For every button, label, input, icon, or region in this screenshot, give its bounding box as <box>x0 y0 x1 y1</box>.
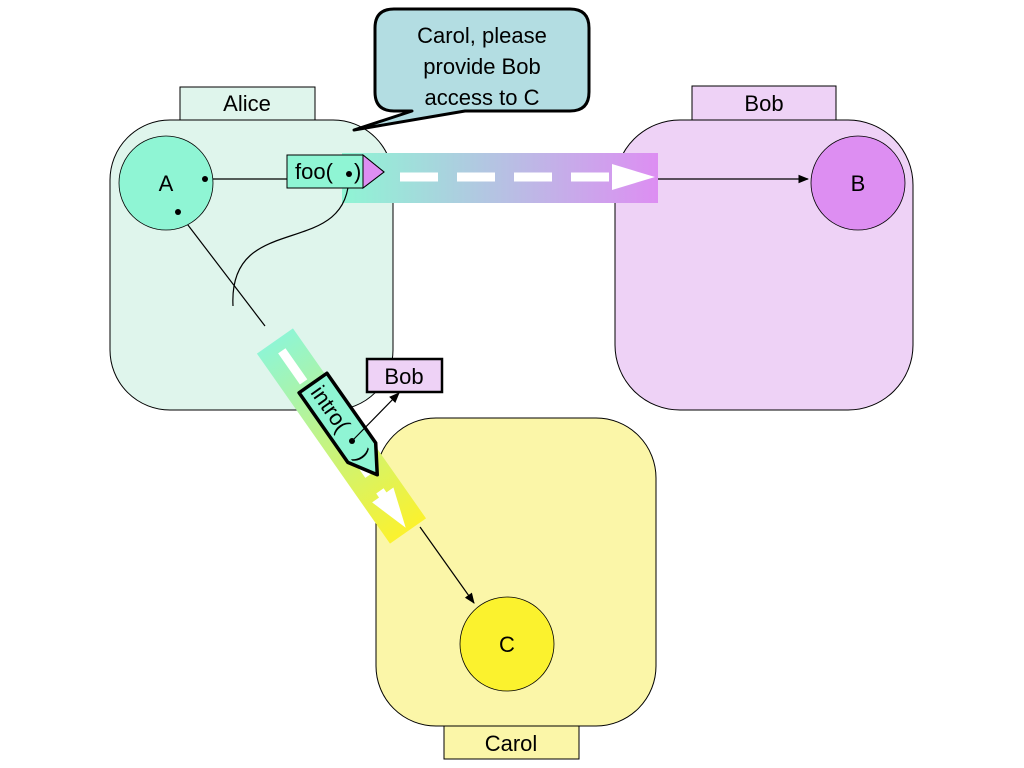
carol-vat: Carol <box>375 417 657 760</box>
object-c-circle[interactable] <box>459 596 555 692</box>
object-a-port-right <box>202 176 208 182</box>
foo-message-arrow <box>342 153 658 203</box>
speech-bubble: Carol, please provide Bob access to C <box>352 7 591 132</box>
foo-arg-dot <box>346 171 352 177</box>
speech-bubble-line-3: access to C <box>425 85 540 110</box>
a-to-intro-line <box>177 211 266 327</box>
intro-tag-shape[interactable] <box>297 371 391 484</box>
foo-tag-tip <box>362 153 385 190</box>
object-c-label: C <box>499 632 515 657</box>
foo-tag-label: foo( <box>295 159 334 184</box>
alice-vat-label: Alice <box>223 91 271 116</box>
bob-reference-box[interactable] <box>365 357 444 394</box>
foo-arrow-band <box>342 153 658 203</box>
object-b-label: B <box>851 171 866 196</box>
object-a-label: A <box>159 171 174 196</box>
object-a[interactable]: A <box>118 135 214 231</box>
carol-vat-tab <box>443 725 580 760</box>
foo-arg-curve <box>232 173 350 307</box>
foo-message-tag[interactable]: foo( ) <box>286 153 385 190</box>
foo-tag-label-close: ) <box>354 159 361 184</box>
alice-vat: Alice <box>109 86 394 411</box>
bob-vat-tab <box>691 85 837 121</box>
bob-reference[interactable]: Bob <box>365 357 444 394</box>
object-b[interactable]: B <box>810 135 906 231</box>
object-a-circle[interactable] <box>118 135 214 231</box>
speech-bubble-line-2: provide Bob <box>423 54 540 79</box>
bob-vat: Bob <box>614 85 914 411</box>
carol-vat-label: Carol <box>485 731 538 756</box>
foo-arrow-head <box>612 164 655 190</box>
bob-reference-label: Bob <box>384 364 423 389</box>
object-a-port-bottom <box>175 209 181 215</box>
object-b-circle[interactable] <box>810 135 906 231</box>
intro-to-bob-ref-line <box>351 392 400 442</box>
intro-to-c-line <box>419 526 475 604</box>
bob-vat-label: Bob <box>744 91 783 116</box>
speech-bubble-line-1: Carol, please <box>417 23 547 48</box>
intro-arrow-head <box>372 487 406 528</box>
speech-bubble-shape <box>352 7 591 132</box>
object-c[interactable]: C <box>459 596 555 692</box>
alice-vat-tab <box>179 86 316 121</box>
